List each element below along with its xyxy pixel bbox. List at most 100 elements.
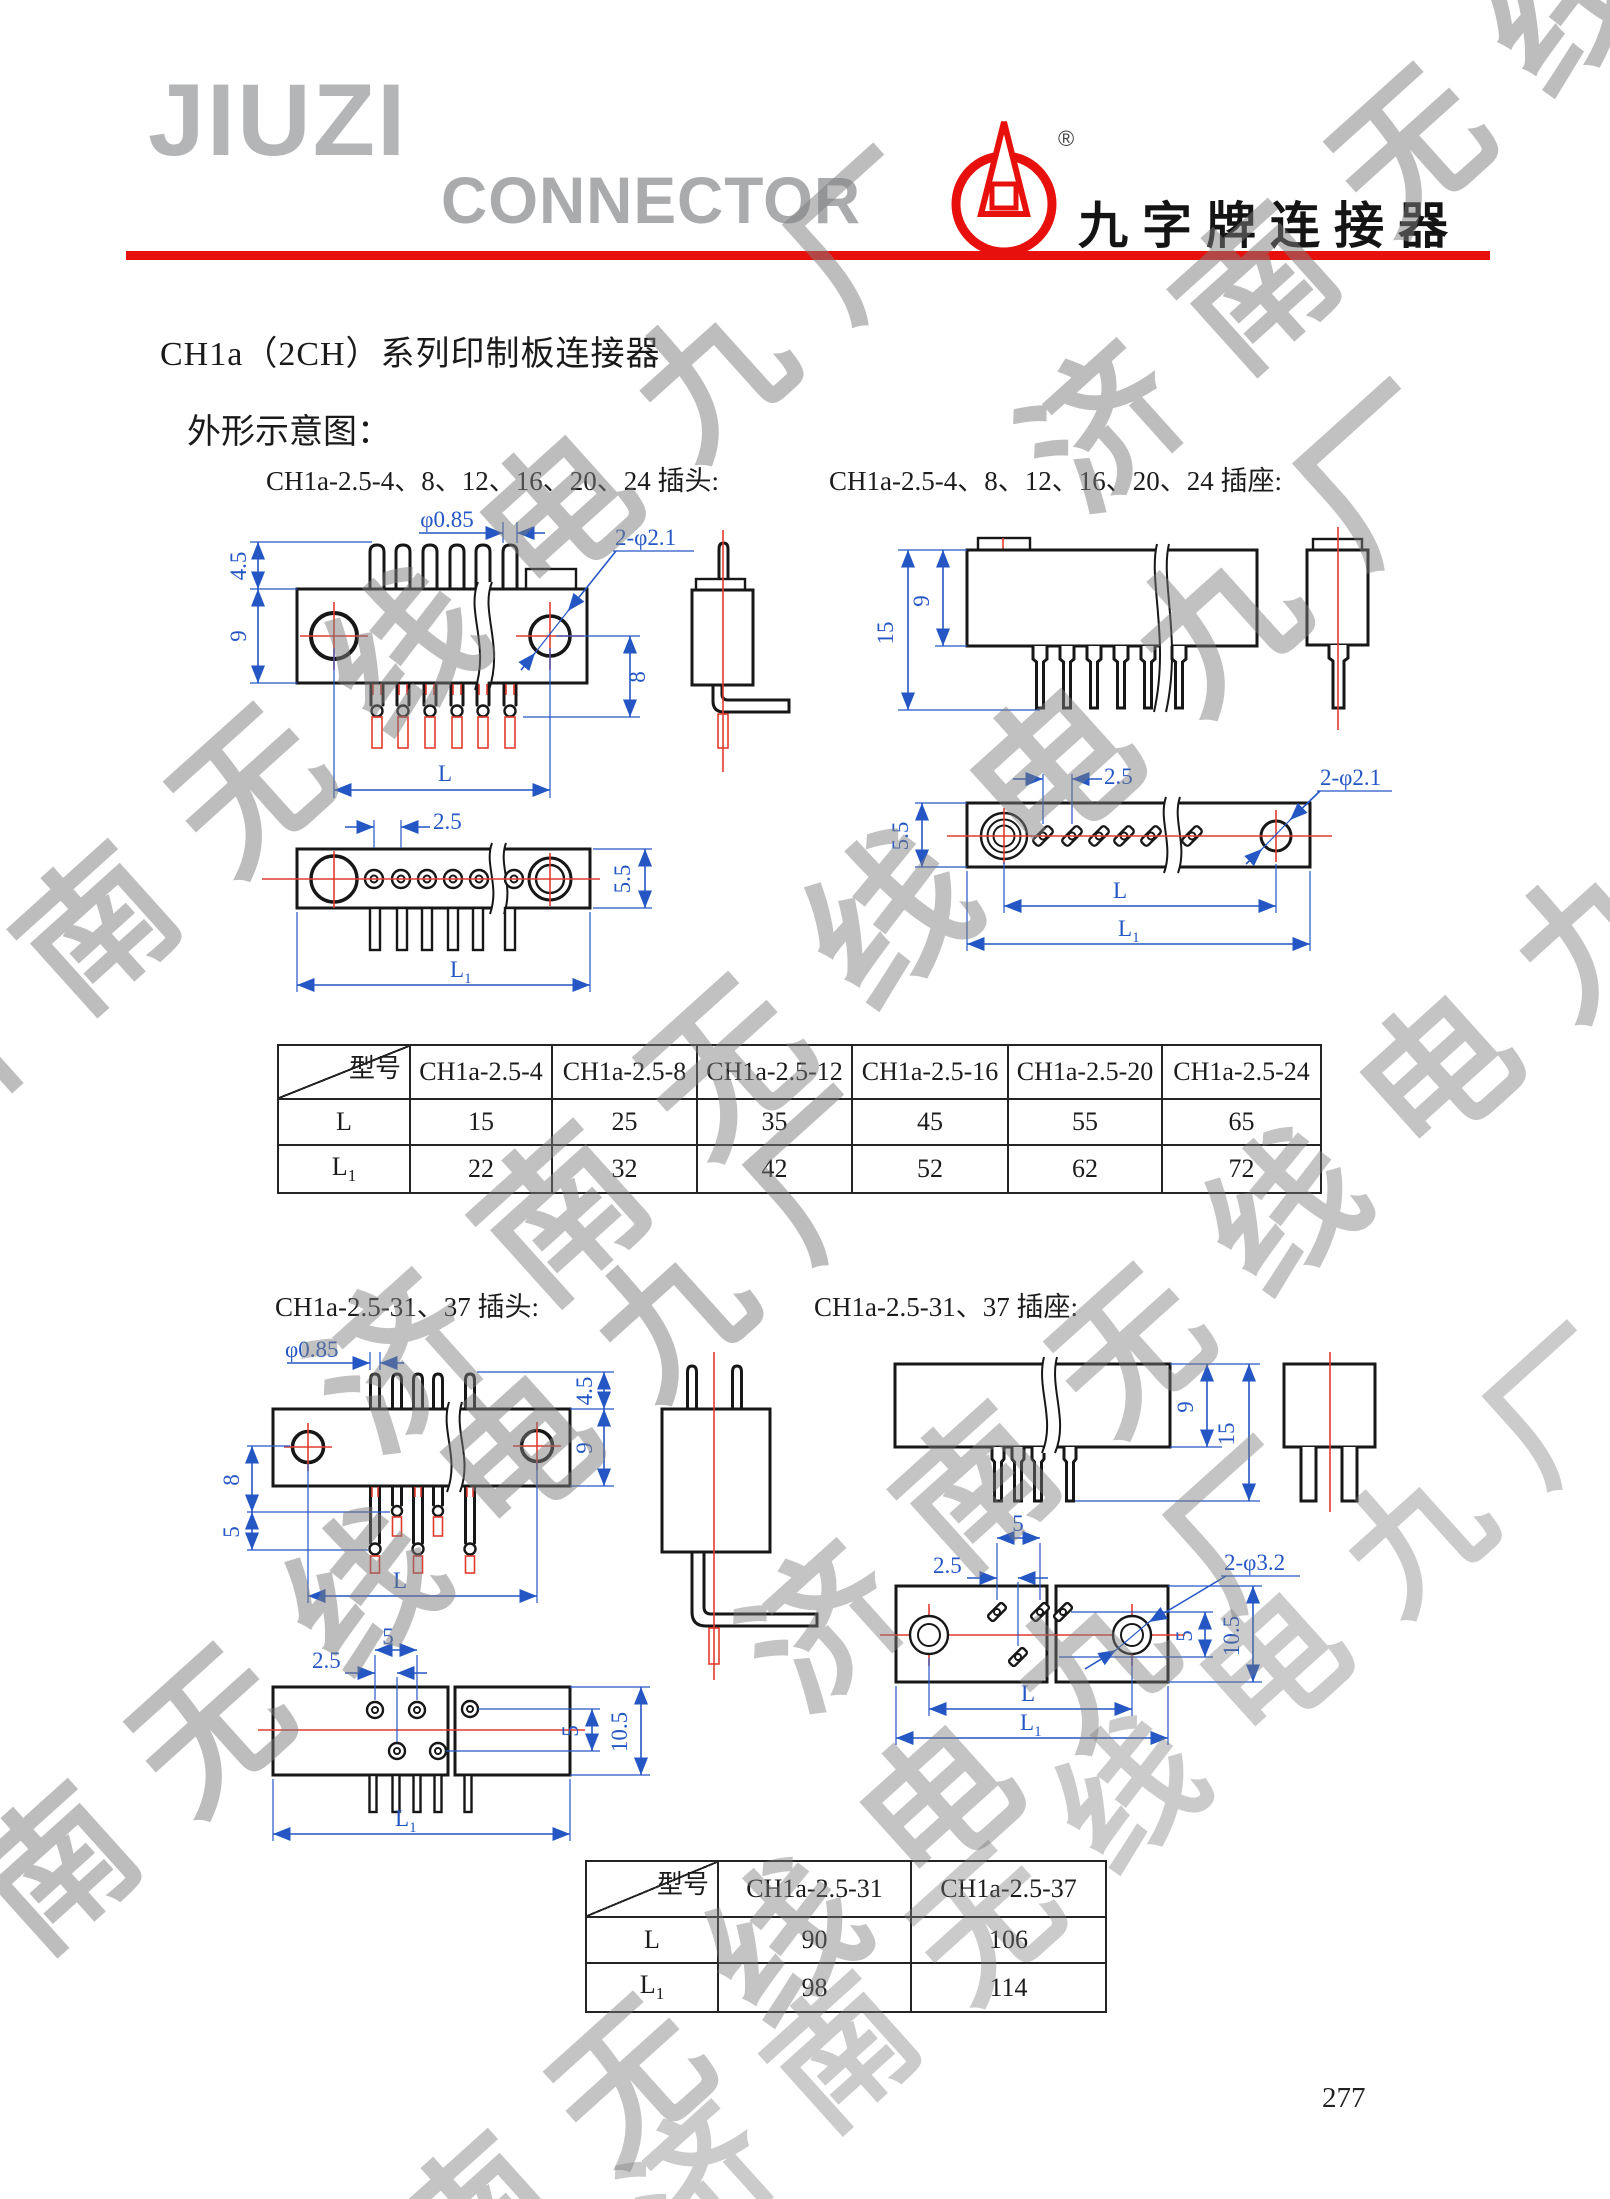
brand-connector: CONNECTOR	[441, 163, 862, 237]
page-subtitle: 外形示意图：	[187, 414, 391, 451]
table2-row-label: L	[585, 1916, 719, 1964]
table2-row-L: L 90 106	[585, 1916, 1107, 1964]
dim-Lb: L	[1113, 878, 1127, 903]
table1-col-header: CH1a-2.5-20	[1007, 1044, 1163, 1100]
brand-jiuzi: JIUZI	[148, 63, 408, 177]
table1-row-label: L	[277, 1098, 411, 1146]
table1-col-header: CH1a-2.5-12	[696, 1044, 853, 1100]
table1-row-L: L 15 25 35 45 55 65	[277, 1098, 1322, 1146]
table1-col-header: CH1a-2.5-24	[1161, 1044, 1322, 1100]
dim-hole-21b: 2-φ2.1	[1320, 765, 1381, 790]
dim-Ld: L	[1021, 1681, 1035, 1706]
dim-L1d: L1	[1020, 1710, 1042, 1740]
dim-5f: 5	[1012, 1511, 1024, 1536]
socket-424-front-view: 15 9	[873, 536, 1259, 713]
dimension-table-424: 型号 CH1a-2.5-4 CH1a-2.5-8 CH1a-2.5-12 CH1…	[277, 1044, 1322, 1194]
dim-45: 4.5	[226, 552, 251, 581]
dim-8: 8	[625, 671, 650, 683]
registered-mark: ®	[1058, 126, 1075, 151]
dim-45c: 4.5	[572, 1377, 597, 1406]
dimension-table-3137: 型号 CH1a-2.5-31 CH1a-2.5-37 L 90 106 L1 9…	[585, 1860, 1107, 2013]
dim-25d: 2.5	[933, 1553, 962, 1578]
dim-5c: 5	[219, 1526, 244, 1538]
page-number: 277	[1322, 2082, 1366, 2114]
table1-cell: 45	[851, 1098, 1009, 1146]
dim-pin-diameter-c: φ0.85	[285, 1337, 339, 1362]
plug-3137-bottom-pins	[368, 1484, 477, 1574]
table2-col-header: CH1a-2.5-31	[717, 1860, 912, 1918]
jiuzi-logo-icon	[951, 121, 1057, 257]
dim-5e: 5	[558, 1725, 583, 1737]
section2-socket-label: CH1a-2.5-31、37 插座:	[814, 1292, 1078, 1322]
plug-3137-bottom-view: 5 2.5 5 10.5 L1	[258, 1624, 650, 1842]
section1-plug-label: CH1a-2.5-4、8、12、16、20、24 插头:	[266, 466, 719, 496]
table1-cell: 15	[409, 1098, 553, 1146]
dim-pitch-25: 2.5	[433, 809, 462, 834]
table1-cell: 62	[1007, 1144, 1163, 1194]
section1-socket-label: CH1a-2.5-4、8、12、16、20、24 插座:	[829, 466, 1282, 496]
dim-55: 5.5	[610, 865, 635, 894]
plug-424-bottom-view: 2.5 5.5 L1	[262, 809, 653, 993]
dim-15d: 15	[1214, 1423, 1239, 1446]
dim-9: 9	[226, 630, 251, 642]
dim-hole-21: 2-φ2.1	[615, 525, 676, 550]
dim-25b: 2.5	[1104, 764, 1133, 789]
table2-cell: 106	[910, 1916, 1107, 1964]
dim-9b: 9	[909, 595, 934, 607]
table2-row-label: L1	[585, 1962, 719, 2013]
socket-424-bottom-view: 5.5 2.5 2-φ2.1 L L1	[888, 764, 1392, 952]
table2-cell: 114	[910, 1962, 1107, 2013]
table1-row-label: L1	[277, 1144, 411, 1194]
table1-cell: 25	[551, 1098, 698, 1146]
dim-105d: 10.5	[1219, 1616, 1244, 1656]
table2-corner-cell: 型号	[585, 1860, 719, 1918]
table1-cell: 52	[851, 1144, 1009, 1194]
dim-5g: 5	[1172, 1630, 1197, 1642]
table1-col-header: CH1a-2.5-4	[409, 1044, 553, 1100]
table1-cell: 35	[696, 1098, 853, 1146]
socket-424-side-view	[1305, 527, 1370, 730]
dim-L1: L1	[450, 957, 472, 987]
plug-3137-front-view: φ0.85 4.5 9 8 5 L	[219, 1337, 614, 1604]
table1-cell: 32	[551, 1144, 698, 1194]
dim-Lc: L	[393, 1568, 407, 1593]
table2-col-header: CH1a-2.5-37	[910, 1860, 1107, 1918]
socket-3137-front-view: 9 15	[893, 1356, 1260, 1503]
dim-9d: 9	[1173, 1401, 1198, 1413]
socket-3137-side-view	[1282, 1352, 1377, 1512]
table1-cell: 72	[1161, 1144, 1322, 1194]
table1-row-L1: L1 22 32 42 52 62 72	[277, 1144, 1322, 1194]
dim-25c: 2.5	[312, 1648, 341, 1673]
dim-pin-diameter: φ0.85	[420, 507, 474, 532]
table1-corner-cell: 型号	[277, 1044, 411, 1100]
dim-L: L	[438, 761, 452, 786]
table1-cell: 22	[409, 1144, 553, 1194]
table1-cell: 55	[1007, 1098, 1163, 1146]
plug-424-bottom-pins	[369, 681, 518, 749]
section2-plug-label: CH1a-2.5-31、37 插头:	[275, 1292, 539, 1322]
socket-3137-bottom-view: 5 2.5 2-φ3.2 5 10.5 L L1	[880, 1511, 1300, 1746]
dim-15: 15	[873, 622, 898, 645]
dim-9c: 9	[572, 1442, 597, 1454]
dim-L1c: L1	[395, 1806, 417, 1836]
table1-col-header: CH1a-2.5-16	[851, 1044, 1009, 1100]
table2-row-L1: L1 98 114	[585, 1962, 1107, 2013]
dim-L1b: L1	[1118, 916, 1140, 946]
brand-chinese: 九字牌连接器	[1078, 197, 1462, 255]
plug-424-side-view	[690, 530, 791, 772]
dim-105c: 10.5	[607, 1712, 632, 1752]
dim-8c: 8	[219, 1474, 244, 1486]
page-title: CH1a（2CH）系列印制板连接器	[160, 336, 661, 373]
table2-cell: 90	[717, 1916, 912, 1964]
table1-cell: 42	[696, 1144, 853, 1194]
table1-col-header: CH1a-2.5-8	[551, 1044, 698, 1100]
plug-3137-side-view	[660, 1352, 819, 1680]
plug-424-front-view: φ0.85 4.5 9 2-φ2.1 8 L	[226, 507, 694, 798]
table1-cell: 65	[1161, 1098, 1322, 1146]
dim-55b: 5.5	[888, 822, 913, 851]
jiuzi-logo	[948, 118, 1062, 265]
header-rule	[126, 251, 1490, 260]
dim-hole-32: 2-φ3.2	[1224, 1550, 1285, 1575]
